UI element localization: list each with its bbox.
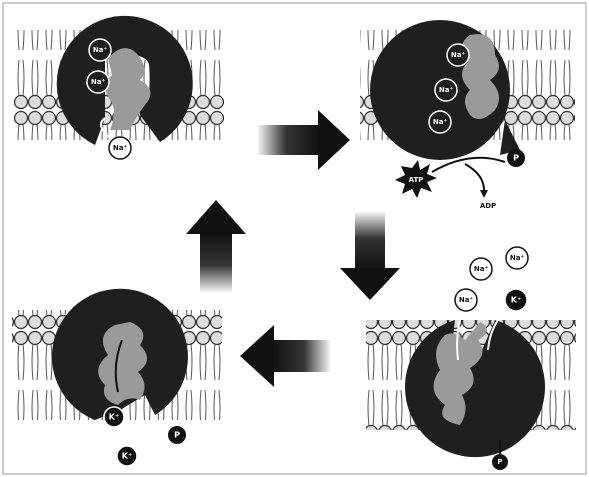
panel-top-right: Na⁺ Na⁺ Na⁺ ATP P ADP (360, 20, 575, 210)
cycle-arrow-down (340, 212, 400, 300)
panel-bottom-right: Na⁺ Na⁺ Na⁺ K⁺ P (366, 247, 576, 470)
sodium-ion-label: Na⁺ (439, 86, 454, 94)
potassium-ion-label: K⁺ (122, 452, 132, 461)
sodium-ion-label: Na⁺ (433, 118, 448, 126)
potassium-ion: K⁺ (117, 446, 137, 466)
potassium-ion: K⁺ (505, 289, 527, 311)
sodium-ion-label: Na⁺ (474, 265, 489, 273)
sodium-ion: Na⁺ (470, 258, 492, 280)
cycle-arrow-left (240, 325, 330, 387)
potassium-ion-label: K⁺ (511, 296, 521, 305)
sodium-ion: Na⁺ (87, 71, 109, 93)
sodium-ion: Na⁺ (435, 79, 457, 101)
adp-label: ADP (480, 202, 496, 210)
sodium-ion: Na⁺ (455, 289, 477, 311)
atp-label: ATP (409, 176, 424, 184)
sodium-ion-label: Na⁺ (113, 144, 128, 152)
adp-release-arrow (465, 164, 484, 192)
panel-top-left: Na⁺ Na⁺ Na⁺ (14, 16, 224, 159)
sodium-ion: Na⁺ (109, 137, 131, 159)
phosphate-group: P (168, 426, 186, 444)
phosphate-group: P (507, 149, 525, 167)
sodium-ion-label: Na⁺ (93, 46, 108, 54)
sodium-ion: Na⁺ (447, 44, 469, 66)
sodium-ion-label: Na⁺ (510, 254, 525, 262)
phosphate-group: P (492, 454, 508, 470)
phosphate-label: P (497, 458, 502, 466)
phosphate-label: P (174, 431, 180, 440)
panel-bottom-left: K⁺ K⁺ P (12, 289, 222, 466)
cycle-arrow-up (186, 200, 246, 292)
pump-channel (462, 34, 499, 119)
sodium-ion-label: Na⁺ (91, 78, 106, 86)
atp-burst: ATP (395, 160, 437, 198)
sodium-ion: Na⁺ (506, 247, 528, 269)
sodium-ion-label: Na⁺ (451, 51, 466, 59)
pump-channel (98, 322, 147, 405)
cycle-arrow-right (258, 110, 350, 170)
sodium-ion: Na⁺ (89, 39, 111, 61)
potassium-ion-label: K⁺ (109, 413, 119, 422)
sodium-ion: Na⁺ (429, 111, 451, 133)
potassium-ion: K⁺ (104, 407, 124, 427)
sodium-ion-label: Na⁺ (459, 296, 474, 304)
arrowhead (480, 190, 488, 198)
phosphate-label: P (513, 154, 519, 163)
